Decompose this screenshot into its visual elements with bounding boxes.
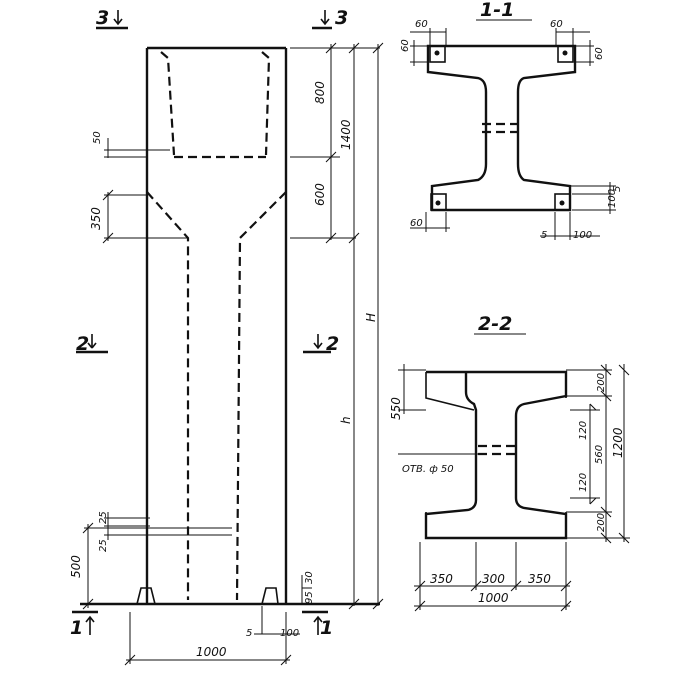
- section-2-2: 2-2 550 200 120 560 1200 120 200 ОТВ. ф …: [389, 313, 630, 612]
- web-outline: [146, 191, 287, 601]
- dim-50: 50: [92, 131, 103, 144]
- section-label-1-right: 1: [320, 617, 333, 639]
- section-2-2-title: 2-2: [478, 313, 512, 335]
- section-1-1-hole: [482, 122, 520, 134]
- dim-800: 800: [313, 81, 327, 104]
- base-notch-right: [261, 587, 279, 605]
- s11-dim-60-side-left: 60: [400, 39, 411, 52]
- dim-100-elev: 100: [280, 628, 299, 639]
- column-elevation: 3 3 2 2 1 1 800 1400 600 H h 30 95 5 100…: [69, 7, 384, 666]
- s11-dim-60-bottom-left: 60: [410, 218, 423, 229]
- anchor-tl: [434, 50, 440, 56]
- s11-dim-60-top-right: 60: [550, 19, 563, 30]
- s11-dim-5-side: 5: [612, 186, 623, 192]
- dim-h: h: [339, 416, 353, 424]
- section-2-2-outline: [424, 370, 568, 540]
- section-label-1-left: 1: [70, 617, 83, 639]
- plate-tl: [429, 45, 446, 63]
- dim-1000-elev: 1000: [196, 645, 227, 659]
- s22-dim-120-top: 120: [578, 421, 589, 440]
- section-mark-1: 1 1: [70, 610, 333, 639]
- s11-dim-60-side-right: 60: [594, 47, 605, 60]
- section-2-2-hole: [478, 444, 518, 456]
- s22-dim-350-left: 350: [430, 572, 453, 586]
- section-2-2-dim-lines: [398, 364, 630, 612]
- section-label-2-left: 2: [76, 333, 89, 355]
- plate-br: [554, 193, 571, 211]
- dim-25-top: 25: [98, 511, 109, 524]
- dim-25-bottom: 25: [98, 539, 109, 552]
- dim-95: 95: [304, 591, 315, 604]
- section-label-3-left: 3: [96, 7, 109, 29]
- s22-dim-550: 550: [389, 397, 403, 420]
- section-mark-2: 2 2: [76, 333, 339, 355]
- upper-recess: [160, 51, 271, 159]
- section-1-1-title: 1-1: [480, 0, 514, 21]
- base-notch-left: [136, 587, 156, 605]
- s22-dim-560: 560: [594, 445, 605, 464]
- left-dim-lines: [82, 138, 188, 610]
- dim-H: H: [364, 313, 378, 322]
- s22-dim-120-bottom: 120: [578, 473, 589, 492]
- s22-dim-1000: 1000: [478, 591, 509, 605]
- dim-500: 500: [69, 555, 83, 578]
- anchor-tr: [562, 50, 568, 56]
- section-1-1: 1-1 60 60 60 60 60 5 100 5 100: [400, 0, 623, 241]
- section-1-1-outline: [426, 44, 577, 212]
- s11-dim-100-bottom: 100: [573, 230, 592, 241]
- column-outline: [145, 46, 288, 604]
- elev-dim-lines: [290, 42, 384, 610]
- hole-lines: [110, 527, 232, 536]
- section-label-2-right: 2: [326, 333, 339, 355]
- dim-600: 600: [313, 183, 327, 206]
- dim-5-elev: 5: [246, 628, 252, 639]
- dim-30: 30: [304, 571, 315, 584]
- s22-dim-1200: 1200: [611, 427, 625, 458]
- anchor-bl: [435, 200, 441, 206]
- s11-dim-100-side: 100: [607, 189, 618, 208]
- s22-dim-200-top: 200: [596, 373, 607, 392]
- section-mark-3: 3 3: [96, 7, 348, 30]
- s11-dim-5-bottom: 5: [541, 230, 547, 241]
- s22-dim-200-bottom: 200: [596, 513, 607, 532]
- s11-dim-60-top-left: 60: [415, 19, 428, 30]
- s22-dim-300: 300: [482, 572, 505, 586]
- section-label-3-right: 3: [335, 7, 348, 29]
- hole-label: ОТВ. ф 50: [402, 464, 454, 475]
- s22-dim-350-right: 350: [528, 572, 551, 586]
- anchor-br: [559, 200, 565, 206]
- plate-tr: [557, 45, 574, 63]
- bottom-dim-line: [124, 612, 292, 666]
- plate-bl: [430, 193, 447, 211]
- dim-1400: 1400: [339, 119, 353, 150]
- section-2-2-inner: [425, 372, 567, 538]
- section-1-1-dim-lines: [410, 28, 616, 240]
- dim-350-elev: 350: [89, 207, 103, 230]
